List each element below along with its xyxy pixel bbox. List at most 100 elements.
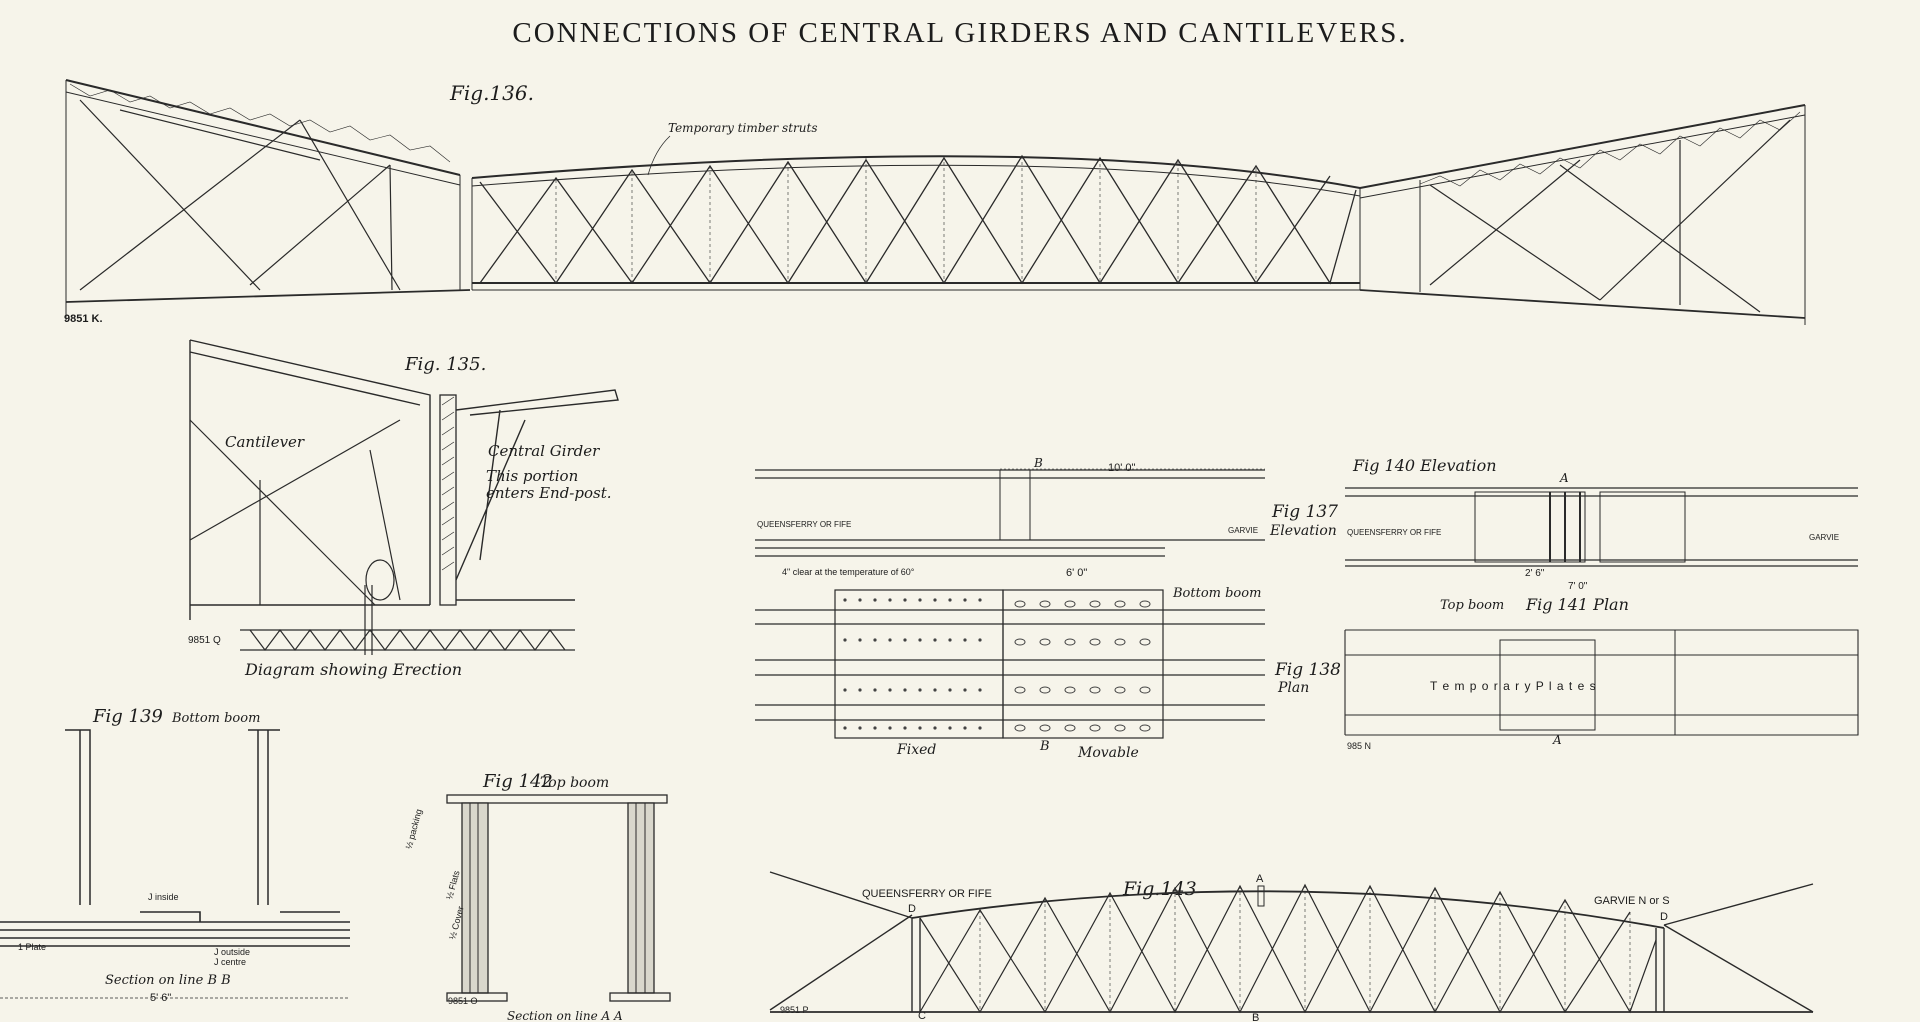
cantilever-label: Cantilever — [225, 433, 305, 451]
pack-lines — [469, 803, 646, 993]
fig136-label: Fig.136. — [449, 81, 534, 105]
cantilever-ends — [769, 871, 1814, 1013]
flange-plates — [0, 911, 350, 947]
fig143-b: B — [1252, 1012, 1259, 1022]
fig137-queensferry: QUEENSFERRY OR FIFE — [757, 520, 851, 529]
fig137-dim-10: 10' 0" — [1108, 462, 1136, 474]
rivet-field-fixed — [843, 598, 982, 730]
movable-label: Movable — [1077, 745, 1139, 761]
right-lattice — [1419, 111, 1801, 187]
fig139-section-label: Section on line B B — [105, 973, 231, 988]
fig143-garvie: GARVIE N or S — [1594, 895, 1670, 907]
fig139-section: Fig 139 Bottom boom J inside 1 Plate J o… — [0, 706, 350, 1004]
central-top-chord-inner — [471, 164, 1361, 197]
fig137-label: Fig 137 — [1271, 502, 1338, 522]
right-web-pack — [627, 802, 655, 994]
fig142-sub: Top boom — [540, 775, 609, 791]
fig143-top-chord — [911, 890, 1665, 929]
fig143-verticals — [979, 885, 1631, 1012]
fig135-ref: 9851 Q — [188, 635, 221, 646]
fig140-garvie: GARVIE — [1809, 533, 1839, 542]
left-web-pack — [461, 802, 489, 994]
fig136-ref: 9851 K. — [64, 313, 103, 325]
fig142-section-label: Section on line A A — [507, 1009, 623, 1022]
fig140-label: Fig 140 Elevation — [1352, 456, 1497, 475]
fig141-ref: 985 N — [1347, 741, 1371, 751]
slotted-holes-movable — [1014, 600, 1151, 732]
end-post — [439, 394, 457, 606]
fig142-ref: 9851 O — [448, 996, 478, 1006]
fig136-elevation: Fig.136. Temporary timber struts 9851 K. — [64, 79, 1806, 325]
fig136-note: Temporary timber struts — [668, 121, 817, 135]
fig137-chords — [755, 469, 1265, 557]
fig139-label: Fig 139 — [92, 706, 163, 727]
left-bracing — [79, 99, 401, 291]
fig138-flanges — [755, 609, 1265, 721]
fig140-141: Fig 140 Elevation A QUEENSFERRY OR FIFE … — [1344, 456, 1859, 751]
fig143-end-posts — [911, 918, 1665, 1012]
fig135-erection: Fig. 135. Cantilever Central Girder This… — [188, 339, 619, 679]
left-lattice — [69, 83, 451, 163]
fig137-b-bottom: B — [1039, 739, 1050, 754]
fig143-a: A — [1256, 873, 1264, 885]
joint-a-marker — [1257, 885, 1265, 907]
temp-plates-label: T e m p o r a r y P l a t e s — [1430, 679, 1597, 693]
central-girder-end — [455, 389, 619, 601]
movable-plate — [1002, 589, 1164, 739]
inside-label: J inside — [148, 892, 179, 902]
fixed-plate — [834, 589, 1004, 739]
fig140-packing — [1549, 492, 1581, 562]
fig143-ref: 9851 P — [780, 1005, 809, 1015]
fig142-label: Fig 142 — [482, 771, 553, 792]
fig140-dim-2: 2' 6" — [1525, 568, 1545, 579]
erection-pin — [365, 559, 395, 601]
leader-line — [647, 135, 671, 176]
fig141-a-bottom: A — [1552, 733, 1562, 747]
fig143-elevation: Fig.143 QUEENSFERRY OR FIFE GARVIE N or … — [769, 871, 1814, 1022]
right-upper-chord-inner — [1359, 114, 1806, 199]
central-girder-label: Central Girder — [488, 442, 600, 460]
central-top-chord — [471, 155, 1361, 189]
fig140-a-top: A — [1559, 471, 1569, 485]
fig135-label: Fig. 135. — [404, 354, 486, 375]
bottom-angle-left — [446, 992, 508, 1002]
fig141-plate-right — [1674, 629, 1859, 736]
fig143-queensferry: QUEENSFERRY OR FIFE — [862, 888, 992, 900]
fig139-sub: Bottom boom — [171, 711, 260, 726]
outside-label: J outside — [214, 947, 250, 957]
fig138-label: Fig 138 — [1274, 660, 1341, 680]
fig143-d-right: D — [1660, 911, 1668, 923]
fig137-garvie: GARVIE — [1228, 526, 1258, 535]
packing-label: ½ packing — [404, 808, 424, 850]
fig141-label: Fig 141 Plan — [1525, 595, 1629, 614]
cantilever-outline — [189, 339, 431, 620]
fig140-splice-right — [1599, 491, 1686, 563]
fig137-138: Fig 137 Elevation Fig 138 Plan QUEENSFER… — [755, 456, 1341, 761]
temporary-staging — [240, 629, 575, 651]
right-posts — [1359, 105, 1806, 325]
fig140-chords — [1345, 487, 1858, 567]
central-web-lattice — [479, 154, 1357, 285]
fig143-d-left: D — [908, 903, 916, 915]
fig140-queensferry: QUEENSFERRY OR FIFE — [1347, 528, 1441, 537]
fig138-sub: Plan — [1277, 680, 1309, 696]
verticals — [555, 156, 1257, 283]
fig140-dim-7: 7' 0" — [1568, 581, 1588, 592]
plate-label: 1 Plate — [18, 942, 46, 952]
end-post-hatch — [441, 396, 455, 571]
portion-text-2: enters End-post. — [486, 484, 612, 502]
right-upper-chord — [1359, 104, 1806, 189]
fig143-label: Fig.143 — [1122, 878, 1197, 900]
cantilever-bracing — [189, 419, 401, 606]
left-lower-chord — [65, 289, 471, 303]
fig139-dim: 5' 6" — [150, 992, 171, 1004]
left-posts — [65, 80, 473, 320]
flats-label: ½ Flats — [444, 869, 461, 901]
right-lower-chord — [1359, 289, 1806, 319]
left-upper-chord — [65, 79, 461, 176]
top-boom-label: Top boom — [1440, 598, 1504, 613]
fig140-splice-left — [1474, 491, 1586, 563]
plate-title: CONNECTIONS OF CENTRAL GIRDERS AND CANTI… — [512, 17, 1407, 49]
fig137-dim-6: 6' 0" — [1066, 567, 1087, 579]
